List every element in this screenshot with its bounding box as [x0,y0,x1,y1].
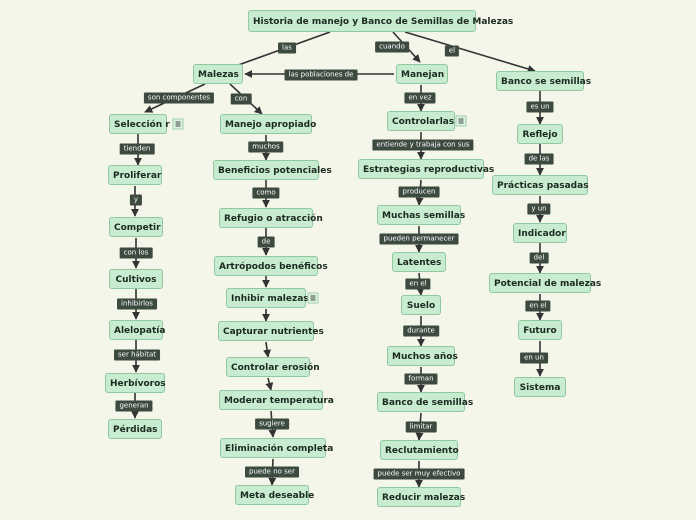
node-practicas-pasadas[interactable]: Prácticas pasadas [492,175,589,195]
node-indicador[interactable]: Indicador [513,223,567,243]
node-meta-deseable[interactable]: Meta deseable [235,485,314,505]
link-label-en-vez: en vez [404,92,436,104]
node-inhibir-malezas[interactable]: Inhibir malezas [226,288,309,308]
node-banco-se-semillas[interactable]: Banco se semillas [496,71,591,91]
link-label-puede-ser-muy-efectivo: puede ser muy efectivo [373,468,465,480]
node-artropodos-beneficos[interactable]: Artrópodos benéficos [214,256,328,276]
node-manejan[interactable]: Manejan [396,64,448,84]
link-label-con: con [230,93,252,105]
node-controlarlas[interactable]: Controlarlas [387,111,455,131]
link-label-las: las [278,42,296,54]
link-label-ser-habitat: ser hábitat [114,349,160,361]
node-alelopatia[interactable]: Alelopatía [109,320,165,340]
link-label-limitar: limitar [405,421,437,433]
link-label-con-los: con los [119,247,153,259]
node-cultivos[interactable]: Cultivos [109,269,163,289]
link-label-son-componentes: son componentes [143,92,215,104]
node-potencial-de-malezas[interactable]: Potencial de malezas [489,273,601,293]
link-label-en-el-right: en el [525,300,551,312]
link-label-tienden: tienden [119,143,155,155]
link-label-el: el [444,45,460,57]
node-suelo[interactable]: Suelo [401,295,441,315]
node-moderar-temperatura[interactable]: Moderar temperatura [219,390,334,410]
node-futuro[interactable]: Futuro [518,320,562,340]
link-label-es-un: es un [526,101,554,113]
node-manejo-apropiado[interactable]: Manejo apropiado [220,114,316,134]
link-label-muchos: muchos [248,141,284,153]
node-seleccion-r[interactable]: Selección r [109,114,170,134]
link-label-del: del [529,252,549,264]
link-label-en-el: en el [405,278,431,290]
node-reducir-malezas[interactable]: Reducir malezas [377,487,465,507]
node-estrategias-reproductivas[interactable]: Estrategias reproductivas [358,159,494,179]
link-label-de: de [257,236,275,248]
link-label-entiende-y-trabaja-con-sus: entiende y trabaja con sus [372,139,474,151]
node-sistema[interactable]: Sistema [514,377,566,397]
root-topic[interactable]: Historia de manejo y Banco de Semillas d… [248,10,513,32]
link-label-pueden-permanecer: pueden permanecer [379,233,459,245]
link-label-forman: forman [404,373,438,385]
menu-icon[interactable] [455,115,467,127]
node-reclutamiento[interactable]: Reclutamiento [380,440,459,460]
node-perdidas[interactable]: Pérdidas [108,419,162,439]
node-muchas-semillas[interactable]: Muchas semillas [377,205,465,225]
menu-icon[interactable] [172,118,184,130]
link-label-inhibirlos: inhibirlos [117,298,157,310]
node-capturar-nutrientes[interactable]: Capturar nutrientes [218,321,324,341]
link-label-y-un: y un [527,203,551,215]
node-herbivoros[interactable]: Herbívoros [105,373,166,393]
node-muchos-anos[interactable]: Muchos años [387,346,458,366]
menu-icon[interactable] [307,292,319,304]
node-malezas[interactable]: Malezas [193,64,243,84]
node-beneficios-potenciales[interactable]: Beneficios potenciales [213,160,332,180]
link-label-sugiere: sugiere [255,418,289,430]
node-banco-de-semillas[interactable]: Banco de semillas [377,392,473,412]
link-label-cuando: cuando [375,41,409,53]
node-refugio-o-atraccion[interactable]: Refugio o atracción [219,208,323,228]
link-label-generan: generan [115,400,153,412]
link-label-en-un: en un [520,352,548,364]
node-eliminacion-completa[interactable]: Eliminación completa [220,438,333,458]
node-proliferar[interactable]: Proliferar [108,165,162,185]
link-label-producen: producen [398,186,440,198]
node-reflejo[interactable]: Reflejo [517,124,563,144]
node-competir[interactable]: Competir [109,217,163,237]
link-label-de-las: de las [524,153,554,165]
link-label-y: y [129,194,143,206]
link-label-puede-no-ser: puede no ser [245,466,299,478]
node-controlar-erosion[interactable]: Controlar erosión [226,357,320,377]
link-label-las-poblaciones-de: las poblaciones de [284,69,358,81]
node-latentes[interactable]: Latentes [392,252,446,272]
link-label-durante: durante [403,325,439,337]
link-label-como: como [252,187,280,199]
